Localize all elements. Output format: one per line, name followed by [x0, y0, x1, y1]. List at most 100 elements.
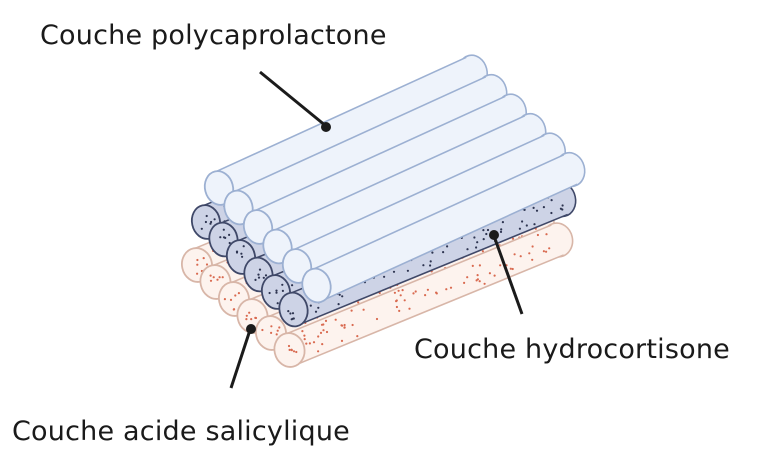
bottom-speckle: [340, 339, 344, 342]
middle-speckle: [258, 268, 262, 271]
leader-line-polycaprolactone: [259, 70, 327, 128]
bottom-rod: [273, 222, 574, 368]
top-rod-edge: [309, 154, 565, 272]
label-hydrocortisone-layer: Couche hydrocortisone: [414, 334, 730, 365]
bottom-speckle: [234, 294, 237, 297]
bottom-speckle: [528, 252, 531, 255]
middle-speckle: [317, 306, 320, 309]
leader-dot-hydrocortisone: [489, 230, 499, 240]
middle-speckle: [521, 220, 524, 223]
bottom-speckle: [531, 258, 534, 261]
middle-speckle: [446, 245, 449, 248]
middle-speckle: [262, 276, 265, 279]
leader-lines: [229, 70, 524, 389]
middle-speckle: [486, 228, 490, 232]
middle-speckle: [275, 291, 278, 294]
bottom-speckle: [343, 326, 346, 329]
top-rod-edge: [211, 56, 467, 175]
top-rod-body: [309, 154, 578, 301]
middle-speckle: [499, 230, 503, 233]
bottom-speckle: [513, 253, 516, 256]
middle-speckle: [525, 224, 528, 227]
bottom-speckle: [356, 335, 359, 338]
middle-speckle: [268, 291, 271, 295]
bottom-speckle: [408, 307, 411, 310]
bottom-speckle: [301, 330, 304, 333]
middle-speckle: [482, 229, 485, 232]
bottom-speckle: [212, 276, 215, 279]
middle-speckle: [392, 270, 396, 273]
bottom-rod-edge: [295, 254, 564, 366]
middle-speckle: [281, 289, 284, 292]
top-rod-edge: [289, 134, 545, 253]
bottom-speckle: [303, 338, 306, 341]
middle-speckle: [561, 204, 564, 207]
middle-speckle: [500, 228, 503, 231]
bottom-speckle: [478, 280, 481, 283]
bottom-speckle: [245, 318, 248, 321]
middle-speckle: [287, 310, 290, 313]
middle-speckle: [559, 207, 563, 210]
bottom-speckle: [319, 331, 323, 334]
middle-speckle: [429, 264, 432, 267]
top-rod-body: [290, 135, 558, 281]
middle-speckle: [473, 236, 476, 239]
bottom-speckle: [414, 290, 417, 293]
middle-speckle: [309, 304, 312, 307]
middle-speckle: [289, 312, 292, 315]
middle-speckle: [205, 214, 208, 218]
bottom-speckle: [223, 298, 226, 301]
bottom-speckle: [218, 276, 221, 279]
bottom-speckle: [209, 274, 212, 277]
bottom-speckle: [397, 289, 400, 292]
bottom-speckle: [393, 291, 396, 294]
bottom-speckle: [237, 292, 240, 295]
bottom-speckle: [426, 288, 429, 291]
bottom-speckle: [412, 292, 415, 295]
bottom-speckle: [511, 267, 514, 271]
bottom-speckle: [334, 318, 337, 321]
label-polycaprolactone-layer: Couche polycaprolactone: [40, 20, 387, 51]
middle-speckle: [264, 274, 268, 277]
bottom-speckle: [499, 264, 502, 267]
bottom-speckle: [287, 344, 291, 348]
bottom-speckle: [545, 250, 548, 253]
bottom-speckle: [270, 325, 273, 328]
middle-speckle: [228, 233, 231, 236]
bottom-speckle: [317, 350, 320, 353]
bottom-speckle: [476, 274, 479, 277]
bottom-speckle: [424, 294, 427, 297]
bottom-speckle: [463, 281, 466, 284]
middle-speckle: [222, 228, 225, 231]
bottom-speckle: [471, 264, 474, 267]
bottom-speckle: [341, 324, 344, 327]
middle-speckle: [532, 206, 535, 209]
middle-speckle: [275, 289, 278, 292]
middle-speckle: [466, 248, 469, 251]
label-salicylic-acid-layer: Couche acide salicylique: [12, 416, 350, 447]
middle-speckle: [210, 220, 213, 224]
middle-speckle: [337, 303, 340, 306]
bottom-rod-body: [283, 225, 564, 365]
bottom-speckle: [245, 314, 248, 317]
bottom-speckle: [216, 278, 219, 281]
bottom-speckle: [270, 331, 273, 334]
middle-speckle: [224, 236, 227, 239]
middle-speckle: [314, 310, 318, 313]
middle-speckle: [542, 206, 546, 209]
middle-speckle: [533, 223, 536, 226]
bottom-speckle: [275, 333, 278, 336]
bottom-speckle: [290, 349, 293, 352]
middle-speckle: [429, 260, 432, 263]
bottom-speckle: [475, 279, 478, 282]
middle-speckle: [475, 246, 478, 249]
bottom-speckle: [519, 255, 522, 258]
bottom-speckle: [209, 279, 213, 282]
middle-speckle: [290, 318, 293, 321]
bottom-speckle: [350, 309, 353, 312]
bottom-speckle: [325, 330, 329, 334]
bottom-speckle: [248, 311, 251, 314]
bottom-speckle: [303, 334, 306, 337]
bottom-speckle: [324, 319, 328, 322]
